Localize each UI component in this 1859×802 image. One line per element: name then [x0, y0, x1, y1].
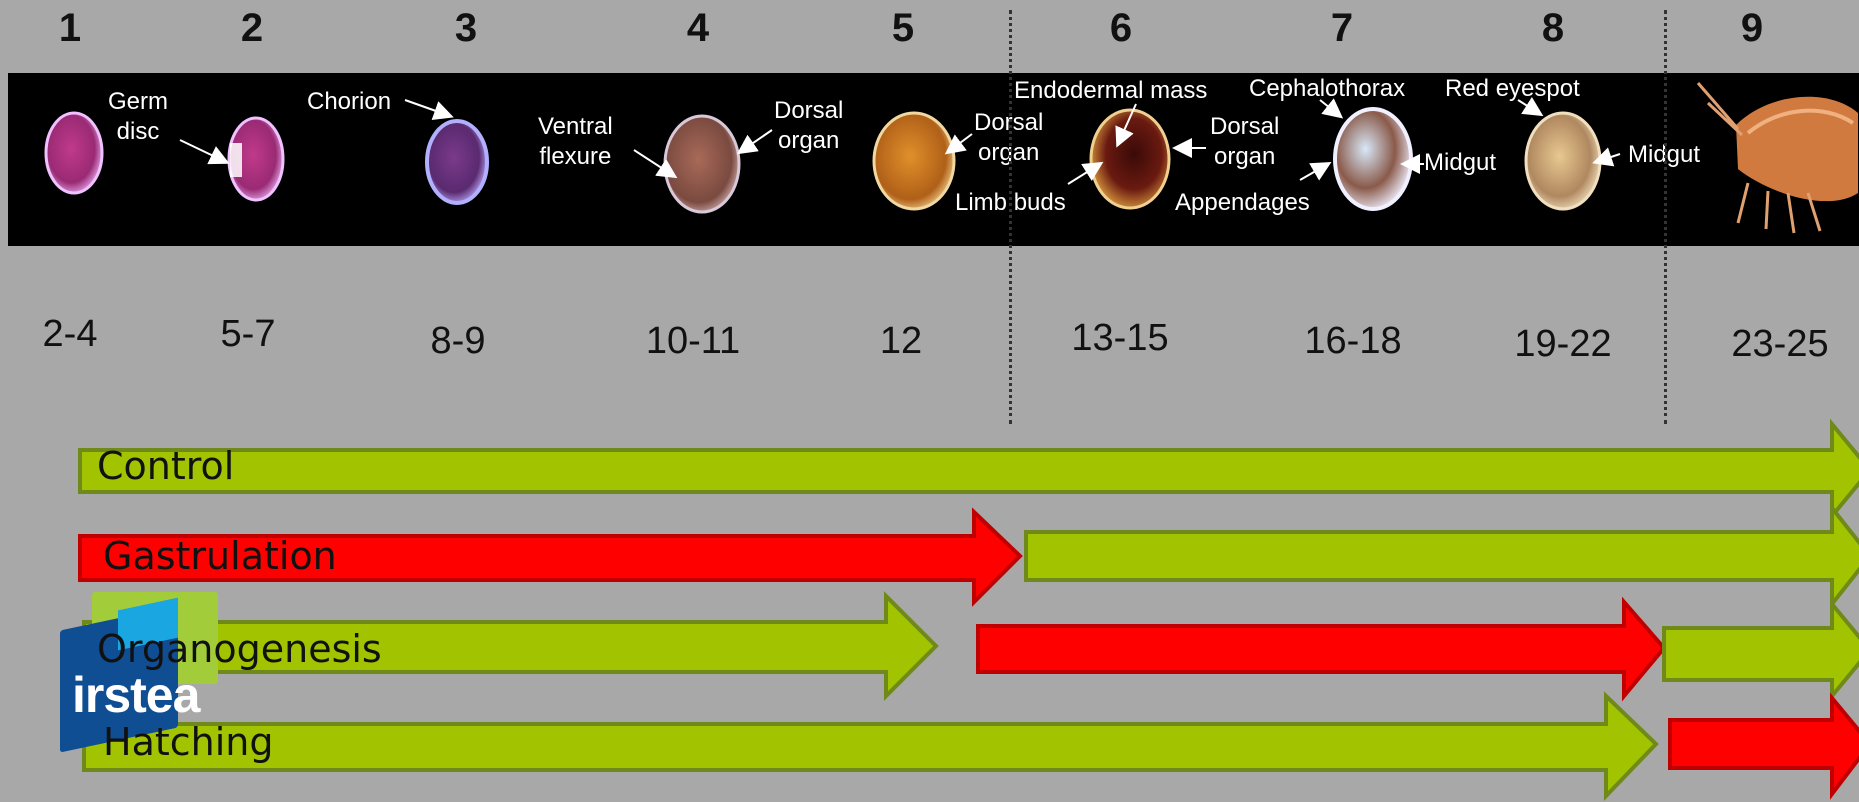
organogenesis-red-arrow	[978, 602, 1664, 696]
hatching-green-arrow	[84, 696, 1656, 796]
organogenesis-green-arrow-2	[1664, 604, 1859, 696]
row-label-hatching: Hatching	[103, 720, 274, 764]
hatching-red-arrow	[1670, 698, 1859, 794]
row-label-organogenesis: Organogenesis	[97, 627, 382, 671]
row-label-control: Control	[97, 444, 234, 488]
control-green-arrow	[80, 424, 1859, 516]
gastrulation-green-arrow	[1026, 508, 1859, 604]
row-label-gastrulation: Gastrulation	[103, 534, 337, 578]
irstea-logo-text: irstea	[72, 666, 199, 724]
